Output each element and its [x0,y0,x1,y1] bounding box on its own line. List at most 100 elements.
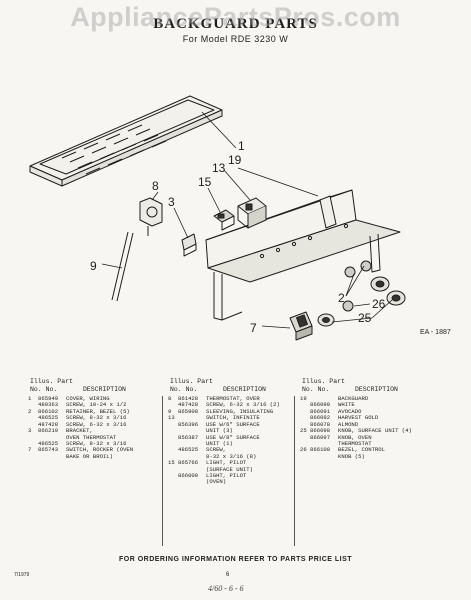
part-number: 486525 [38,439,59,447]
part-number: 487428 [178,401,199,409]
thermostat-drawing [111,197,163,302]
part-row: UNIT (3) [168,427,308,434]
leader-lines [101,111,393,329]
bracket-drawing [181,233,197,257]
callout-1: 1 [238,139,245,153]
knobs-drawing [317,276,406,327]
callout-7: 7 [250,321,257,335]
illus-number: 7 [28,446,32,454]
part-number [178,479,206,485]
infinite-switch-drawing [237,197,267,229]
part-description: HARVEST GOLD [338,414,379,422]
part-description: SCREW, 6-32 x 3/16 [66,420,127,428]
illus-number: 8 [168,395,172,402]
header-description: DESCRIPTION [223,386,266,393]
part-number: 486525 [178,446,199,454]
part-number: 866102 [38,407,59,415]
part-number [38,454,66,460]
part-description: RETAINER, BEZEL (5) [66,407,130,415]
part-number: 865949 [38,395,59,402]
part-row: BAKE OR BROIL) [28,452,168,460]
handwritten-note: 4/60 - 6 - 6 [208,584,244,593]
column-divider [294,396,295,546]
part-description: SLEEVING, INSULATING [206,407,274,415]
rocker-switch-drawing [289,311,313,341]
callout-19: 19 [228,153,242,167]
part-description: AVOCADO [338,407,362,415]
header-illus-part: Illus. Part [302,378,345,385]
ordering-note: FOR ORDERING INFORMATION REFER TO PARTS … [118,556,353,563]
part-row: OVEN THERMOSTAT [28,434,168,441]
part-description: WHITE [338,401,355,409]
header-no: No. No. [170,386,198,393]
part-number: 861428 [178,395,199,402]
part-row: (OVEN) [168,479,308,486]
part-description: 8-32 x 3/16 (8) [206,452,257,460]
callout-9: 9 [90,259,97,273]
part-description: LIGHT, PILOT [206,459,247,467]
illus-number: 19 [300,395,307,402]
illus-number [168,479,178,485]
part-description: KNOB, SURFACE UNIT (4) [338,427,412,435]
part-row: 2 866102 RETAINER, BEZEL (5) [28,407,168,415]
part-description: KNOB (5) [338,452,365,460]
part-description: KNOB, OVEN [338,433,372,441]
part-number: 489363 [38,401,59,409]
part-number: 866097 [310,433,331,441]
part-number: 866000 [178,472,199,480]
part-number: 486525 [38,414,59,422]
callout-labels: 1 19 13 15 8 3 9 2 26 25 7 EA - 1887 [90,139,451,336]
part-number: 866091 [310,407,331,415]
illus-number: 15 [168,459,175,467]
part-description: THERMOSTAT [338,439,372,447]
bezels-drawing [342,260,372,312]
backguard-drawing [205,189,401,321]
callout-3: 3 [168,195,175,209]
part-number: 856396 [178,420,199,428]
part-description: SCREW, 8-32 x 3/16 [66,414,127,422]
print-date: 7/1979 [14,572,30,578]
illus-number: 2 [28,407,32,415]
part-description: USE W/6" SURFACE [206,420,260,428]
callout-13: 13 [212,161,226,175]
callout-2: 2 [338,291,345,305]
part-number: 865743 [38,446,59,454]
callout-26: 26 [372,297,386,311]
illus-number: 13 [168,414,175,422]
part-number [310,454,338,460]
part-description: BAKE OR BROIL) [66,452,113,460]
part-row: 866091 AVOCADO [300,407,440,415]
part-description: BEZEL, CONTROL [338,446,385,454]
illus-number: 9 [168,407,172,415]
part-number: 866219 [38,427,59,435]
illus-number: 1 [28,395,32,402]
part-description: SCREW, 10-24 x 1/2 [66,401,127,409]
pilot-light-drawing [213,209,235,231]
part-row: KNOB (5) [300,452,440,460]
part-row: 8-32 x 3/16 (8) [168,452,308,460]
part-number: 866100 [310,446,331,454]
callout-15: 15 [198,175,212,189]
illus-number [28,454,38,460]
callout-8: 8 [152,179,159,193]
part-number: 865908 [178,407,199,415]
